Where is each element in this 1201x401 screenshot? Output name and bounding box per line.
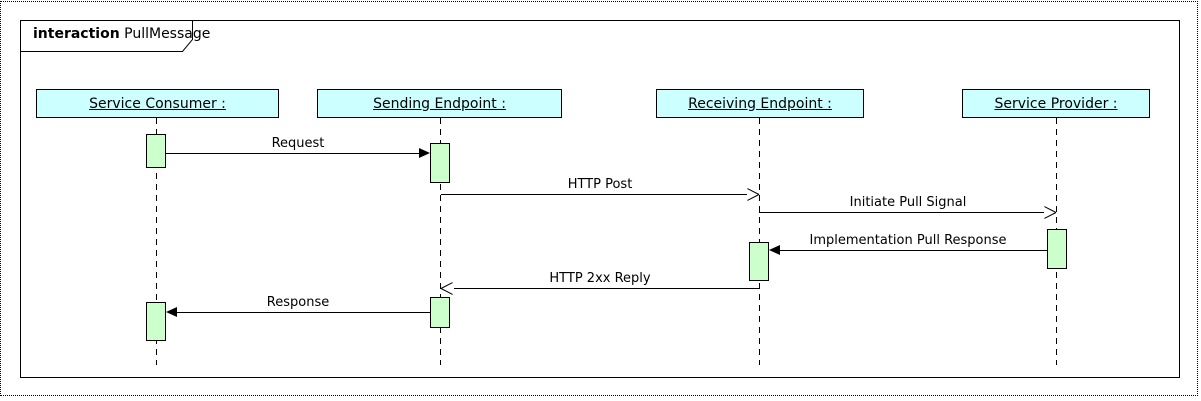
participant-label: Service Consumer : [89, 95, 226, 112]
message-line-http-post [441, 194, 747, 195]
lifeline-service-consumer [156, 118, 157, 365]
lifeline-sending-endpoint [440, 118, 441, 365]
frame-name: PullMessage [124, 26, 211, 42]
message-line-initiate-pull-signal [759, 212, 1044, 213]
participant-service-provider: Service Provider : [962, 89, 1150, 118]
message-label-initiate-pull-signal: Initiate Pull Signal [849, 195, 967, 210]
interaction-frame [20, 20, 1180, 378]
lifeline-receiving-endpoint [759, 118, 760, 365]
message-line-response [177, 312, 430, 313]
message-label-http-2xx-reply: HTTP 2xx Reply [549, 271, 651, 286]
open-arrowhead-right-icon [1043, 205, 1056, 219]
message-line-implementation-pull-response [780, 250, 1047, 251]
frame-title: interaction PullMessage [33, 26, 210, 42]
participant-label: Receiving Endpoint : [688, 95, 832, 112]
activation-bar-receiving-endpoint-1 [749, 242, 769, 281]
activation-bar-service-consumer-1 [146, 134, 166, 168]
message-label-implementation-pull-response: Implementation Pull Response [809, 233, 1007, 248]
activation-bar-service-provider-1 [1047, 229, 1067, 269]
participant-label: Service Provider : [994, 95, 1118, 112]
filled-arrowhead-left-icon [166, 307, 177, 317]
message-line-http-2xx-reply [454, 288, 759, 289]
frame-keyword: interaction [33, 26, 120, 42]
message-label-request: Request [271, 136, 325, 151]
activation-bar-sending-endpoint-2 [430, 297, 450, 328]
activation-bar-sending-endpoint-1 [430, 143, 450, 183]
participant-sending-endpoint: Sending Endpoint : [317, 89, 562, 118]
open-arrowhead-right-icon [746, 187, 759, 201]
participant-service-consumer: Service Consumer : [36, 89, 279, 118]
participant-receiving-endpoint: Receiving Endpoint : [656, 89, 864, 118]
participant-label: Sending Endpoint : [373, 95, 506, 112]
message-label-http-post: HTTP Post [567, 177, 633, 192]
filled-arrowhead-left-icon [769, 245, 780, 255]
frame-label-pentagon [20, 20, 193, 52]
activation-bar-service-consumer-2 [146, 302, 166, 341]
message-label-response: Response [266, 295, 330, 310]
open-arrowhead-left-icon [441, 281, 454, 295]
filled-arrowhead-right-icon [419, 148, 430, 158]
message-line-request [166, 153, 419, 154]
